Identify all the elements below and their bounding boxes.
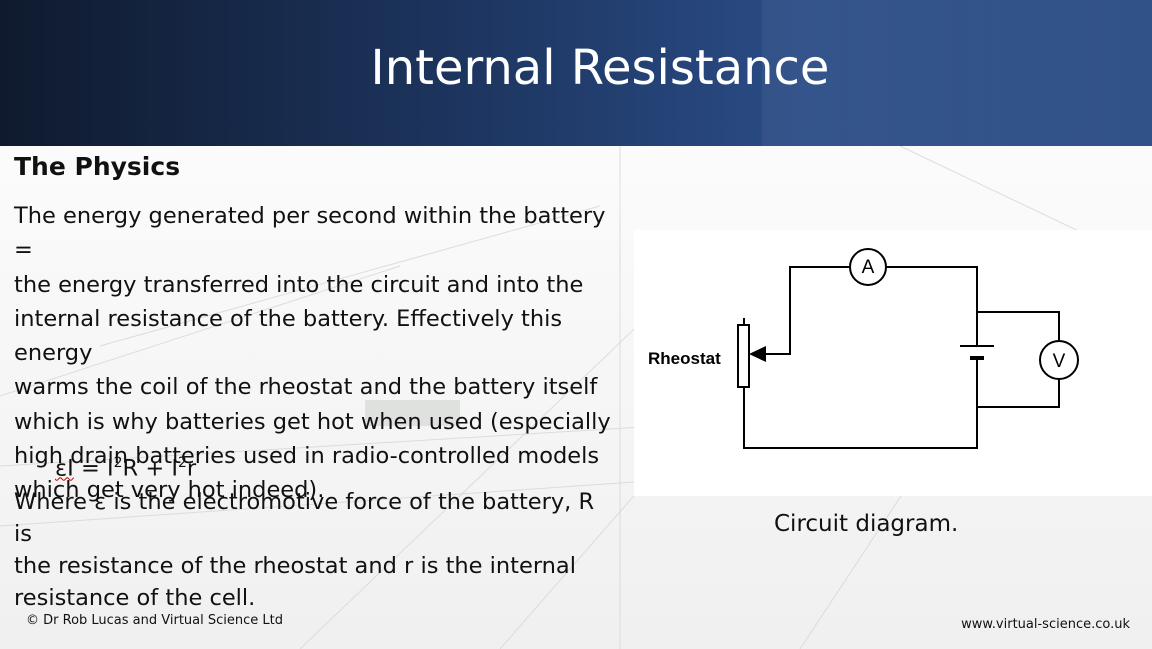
paragraph-line: the energy transferred into the circuit … <box>14 271 584 298</box>
explanation-line: Where ε is the electromotive force of th… <box>14 489 595 547</box>
background-wireframe <box>0 146 1152 649</box>
voltmeter-wire-bottom <box>977 378 1060 408</box>
explanation-line: resistance of the cell. <box>14 585 256 611</box>
background-lcd-display <box>365 400 460 426</box>
equation-equals: = <box>80 455 107 482</box>
voltmeter-symbol: V <box>1053 351 1066 372</box>
ammeter-symbol: A <box>862 257 875 278</box>
rheostat-symbol <box>737 324 750 388</box>
explanation-line: the resistance of the rheostat and r is … <box>14 553 576 579</box>
copyright-notice: © Dr Rob Lucas and Virtual Science Ltd <box>26 613 283 628</box>
circuit-wire-top-left <box>758 266 849 355</box>
equation-explanation: Where ε is the electromotive force of th… <box>14 486 614 614</box>
banner-highlight <box>762 0 1152 146</box>
voltmeter-circle <box>1039 340 1079 380</box>
rheostat-slider-arrow <box>749 346 766 362</box>
rheostat-label: Rheostat <box>648 349 721 368</box>
equation-rhs-part: I <box>106 455 114 482</box>
circuit-wire-bottom <box>743 358 978 449</box>
website-url: www.virtual-science.co.uk <box>961 617 1130 632</box>
paragraph-line: which get very hot indeed). <box>14 477 325 504</box>
paragraph-line: The energy generated per second within t… <box>14 203 606 264</box>
title-banner: Internal Resistance <box>0 0 1152 146</box>
equation-superscript: 2 <box>113 455 123 471</box>
equation-rhs-part: R + I <box>122 455 178 482</box>
equation-lhs: εI <box>55 455 74 482</box>
slide-title: Internal Resistance <box>370 40 830 96</box>
power-equation: εI = I2R + I2r <box>55 455 196 482</box>
paragraph-line: warms the coil of the rheostat and the b… <box>14 374 598 401</box>
equation-rhs-part: r <box>186 455 197 482</box>
equation-superscript: 2 <box>177 455 187 471</box>
circuit-diagram: A V Rheostat <box>648 248 1079 449</box>
paragraph-line: high drain batteries used in radio-contr… <box>14 443 600 470</box>
circuit-diagram-panel: A V Rheostat <box>634 230 1152 496</box>
circuit-wire-top-right <box>886 266 978 346</box>
voltmeter-wire-top <box>977 311 1060 342</box>
section-heading: The Physics <box>14 152 181 181</box>
paragraph-line: which is why batteries get hot when used… <box>14 408 611 435</box>
body-paragraph: The energy generated per second within t… <box>14 199 626 508</box>
paragraph-line: internal resistance of the battery. Effe… <box>14 305 563 367</box>
diagram-caption: Circuit diagram. <box>774 511 959 537</box>
ammeter-circle <box>849 248 887 286</box>
